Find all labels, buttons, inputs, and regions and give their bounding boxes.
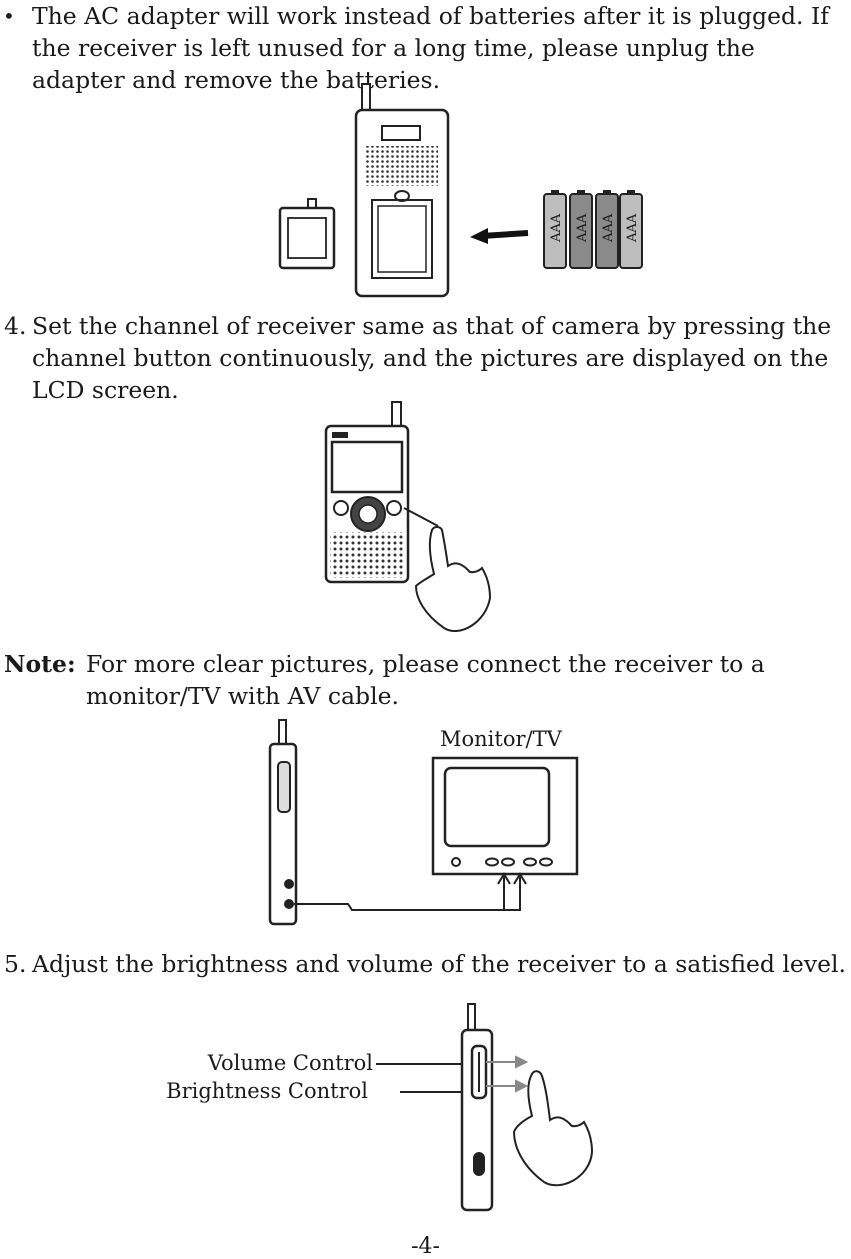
- receiver-front-icon: [324, 401, 410, 584]
- ac-adapter-paragraph: The AC adapter will work instead of batt…: [32, 2, 829, 94]
- receiver-back-icon: [354, 83, 450, 298]
- battery-label: AAA: [549, 213, 564, 243]
- note-paragraph: For more clear pictures, please connect …: [86, 650, 765, 710]
- receiver-side-icon: [268, 719, 298, 926]
- receiver-side-controls-icon: [460, 1003, 494, 1212]
- monitor-connection-figure: Monitor/TV: [268, 719, 579, 926]
- battery-label: AAA: [601, 213, 616, 243]
- bullet-point: •: [3, 4, 15, 28]
- av-cable-icon: [294, 872, 527, 911]
- step-4-paragraph: Set the channel of receiver same as that…: [32, 312, 832, 404]
- insert-arrow-icon: [470, 228, 529, 244]
- note-label: Note:: [4, 650, 76, 678]
- step-4-number: 4.: [4, 312, 27, 340]
- channel-button-figure: [324, 401, 492, 633]
- finger-icon: [403, 507, 492, 633]
- step-5-paragraph: Adjust the brightness and volume of the …: [32, 950, 847, 978]
- finger-icon: [512, 1070, 594, 1187]
- battery-label: AAA: [625, 213, 640, 243]
- ac-adapter-icon: [278, 198, 336, 270]
- brightness-control-label: Brightness Control: [166, 1079, 368, 1103]
- adjust-arrows-icon: [486, 1055, 529, 1093]
- monitor-tv-icon: [431, 756, 579, 876]
- controls-figure: Volume Control Brightness Control: [166, 1003, 594, 1212]
- volume-control-label: Volume Control: [207, 1051, 373, 1075]
- page-number: -4-: [411, 1234, 440, 1259]
- step-5-number: 5.: [4, 950, 27, 978]
- battery-installation-figure: AAA AAA AAA AAA: [278, 83, 643, 298]
- monitor-tv-label: Monitor/TV: [440, 727, 563, 751]
- aaa-batteries-icon: AAA AAA AAA AAA: [543, 190, 643, 269]
- battery-label: AAA: [575, 213, 590, 243]
